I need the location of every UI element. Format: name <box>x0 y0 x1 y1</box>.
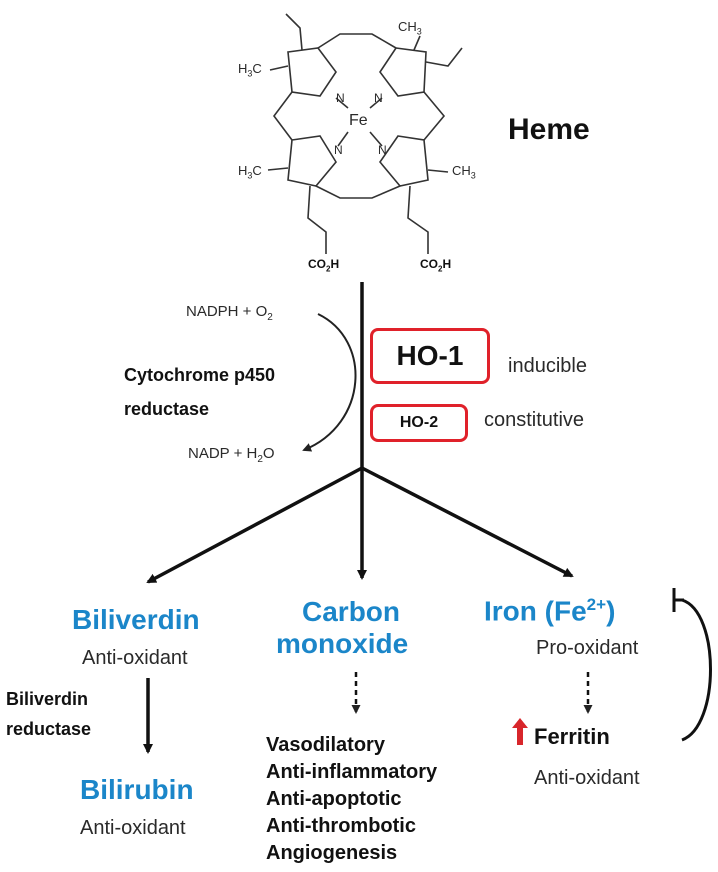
co-effect: Anti-inflammatory <box>266 761 438 783</box>
co-effect: Angiogenesis <box>266 842 398 864</box>
ferritin-role: Anti-oxidant <box>534 767 640 789</box>
atom-n-bottom-left: N <box>334 143 343 157</box>
propionate-left <box>307 185 327 254</box>
cofactor-line1: Cytochrome p450 <box>124 365 276 385</box>
vinyl-group-right <box>425 47 463 67</box>
atom-n-bottom-right: N <box>378 143 387 157</box>
fe-n-bond <box>369 131 383 147</box>
ferritin-feedback-inhibition-line <box>681 598 712 742</box>
atom-ch3-top: CH3 <box>398 19 422 37</box>
cofactor-line2: reductase <box>124 399 210 419</box>
nadp-h2o-label: NADP + H2O <box>188 445 275 465</box>
propionate-right <box>407 185 429 254</box>
atom-ch3-right: CH3 <box>452 163 476 181</box>
meso-bridge-top <box>317 33 397 49</box>
meso-bridge-right <box>423 91 446 141</box>
arrow-to-iron <box>361 466 574 578</box>
carbon-monoxide-line1: Carbon <box>302 596 400 627</box>
ho2-box: HO-2 <box>370 404 468 442</box>
ho1-label: HO-1 <box>396 340 464 371</box>
fe-n-bond <box>337 131 349 147</box>
biliverdin-reductase-line1: Biliverdin <box>6 689 89 709</box>
atom-h3c-left-bottom: H3C <box>238 163 262 181</box>
bilirubin-name: Bilirubin <box>80 774 194 805</box>
meso-bridge-left <box>273 91 293 141</box>
biliverdin-name: Biliverdin <box>72 604 200 635</box>
pyrrole-ring-bottom-right <box>378 135 429 187</box>
methyl-bond-left-bottom <box>267 167 289 171</box>
ho1-box: HO-1 <box>370 328 490 384</box>
pyrrole-ring-top-right <box>379 47 427 97</box>
biliverdin-role: Anti-oxidant <box>82 647 188 669</box>
nadph-o2-label: NADPH + O2 <box>186 303 273 323</box>
methyl-bond-right <box>427 169 449 173</box>
fe-n-bond <box>335 97 349 109</box>
carbon-monoxide-line2: monoxide <box>276 628 409 659</box>
co-effect: Anti-thrombotic <box>266 815 416 837</box>
co-effects-list: Vasodilatory Anti-inflammatory Anti-apop… <box>266 732 437 867</box>
bilirubin-role: Anti-oxidant <box>80 817 186 839</box>
heme-structure <box>267 13 463 254</box>
iron-role: Pro-oxidant <box>536 637 639 659</box>
biliverdin-reductase-line2: reductase <box>6 719 92 739</box>
atom-co2h-left: CO2H <box>308 257 340 274</box>
co-effect: Vasodilatory <box>266 734 385 756</box>
atom-iron: Fe <box>349 112 368 129</box>
cofactor-curved-arrow <box>302 313 357 452</box>
meso-bridge-bottom <box>315 185 401 199</box>
ho2-label: HO-2 <box>399 414 439 431</box>
up-arrow-icon <box>512 718 528 745</box>
ferritin-name: Ferritin <box>534 724 610 749</box>
iron-name: Iron (Fe2+) <box>484 595 616 627</box>
arrow-to-biliverdin <box>146 466 363 584</box>
ho2-note: constitutive <box>484 409 585 431</box>
vinyl-group-top <box>285 13 303 51</box>
ho1-note: inducible <box>508 355 587 377</box>
methyl-bond-left <box>269 65 289 71</box>
atom-n-top-left: N <box>336 91 345 105</box>
co-effect: Anti-apoptotic <box>266 788 402 810</box>
atom-h3c-left: H3C <box>238 61 262 79</box>
fe-n-bond <box>369 97 383 109</box>
pyrrole-ring-top-left <box>287 47 337 97</box>
pyrrole-ring-bottom-left <box>287 135 337 187</box>
atom-n-top-right: N <box>374 91 383 105</box>
heme-label: Heme <box>508 113 590 146</box>
methyl-bond-top <box>413 35 421 51</box>
atom-co2h-right: CO2H <box>420 257 452 274</box>
